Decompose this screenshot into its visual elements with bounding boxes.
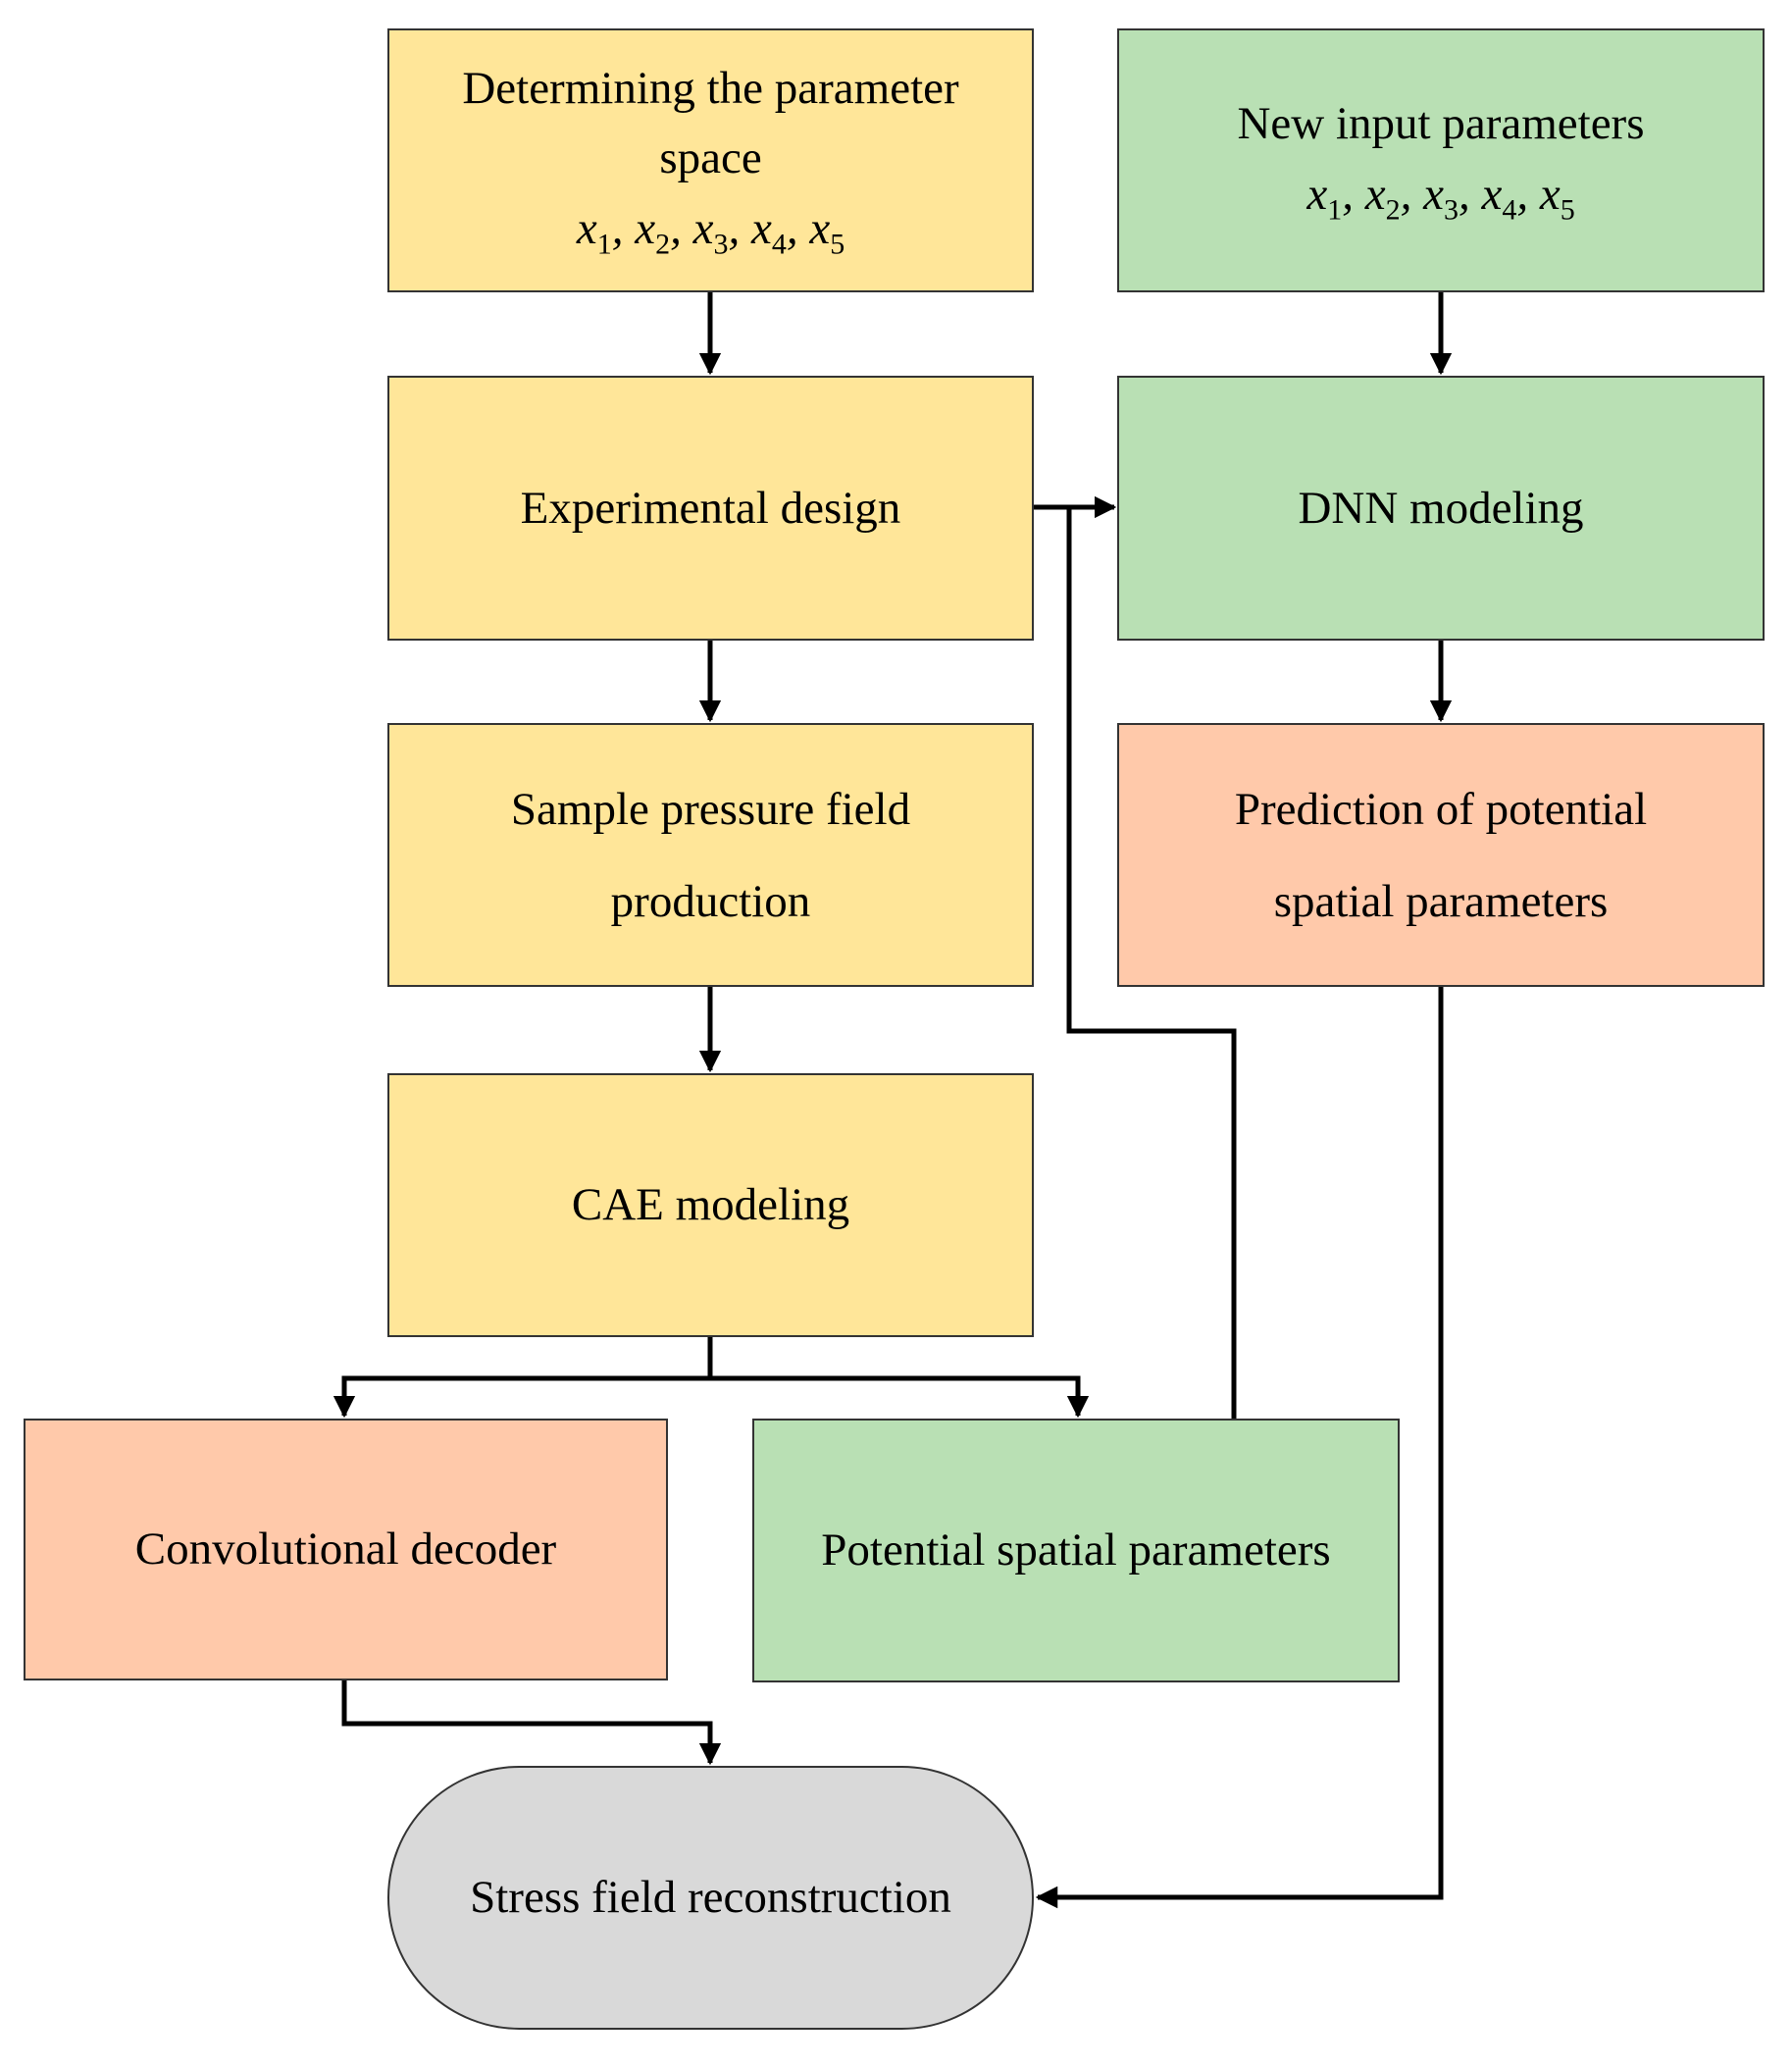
node-conv-decoder-label: Convolutional decoder: [134, 1524, 557, 1576]
node-potential-params: Potential spatial parameters: [752, 1419, 1400, 1682]
edge-prediction-to-stress-field: [1035, 987, 1444, 1909]
node-dnn-modeling-label: DNN modeling: [1298, 482, 1584, 534]
node-param-space-vars: x1, x2, x3, x4, x5: [576, 203, 845, 261]
node-potential-params-label: Potential spatial parameters: [821, 1524, 1331, 1576]
edge-potential-params-to-dnn-modeling: [1066, 507, 1237, 1419]
node-cae-modeling-label: CAE modeling: [571, 1179, 850, 1231]
node-new-inputs-label: New input parameters: [1237, 97, 1645, 149]
node-new-inputs: New input parameters x1, x2, x3, x4, x5: [1117, 28, 1765, 292]
node-dnn-modeling: DNN modeling: [1117, 376, 1765, 641]
node-prediction: Prediction of potential spatial paramete…: [1117, 723, 1765, 987]
node-param-space-label: Determining the parameter space: [462, 63, 959, 183]
node-new-inputs-vars: x1, x2, x3, x4, x5: [1306, 169, 1575, 227]
node-cae-modeling: CAE modeling: [387, 1073, 1034, 1337]
node-stress-field-label: Stress field reconstruction: [470, 1872, 951, 1924]
node-conv-decoder: Convolutional decoder: [24, 1419, 668, 1680]
node-param-space: Determining the parameter space x1, x2, …: [387, 28, 1034, 292]
edge-conv-decoder-to-stress-field: [341, 1680, 722, 1766]
node-prediction-label: Prediction of potential spatial paramete…: [1234, 783, 1648, 927]
edge-cae-modeling-to-potential-params: [710, 1375, 1090, 1419]
node-sample-pressure: Sample pressure field production: [387, 723, 1034, 987]
node-sample-pressure-label: Sample pressure field production: [510, 783, 911, 927]
node-experimental-design: Experimental design: [387, 376, 1034, 641]
edge-cae-modeling-to-conv-decoder: [333, 1337, 713, 1419]
node-stress-field: Stress field reconstruction: [387, 1766, 1034, 2030]
node-experimental-design-label: Experimental design: [520, 482, 901, 534]
